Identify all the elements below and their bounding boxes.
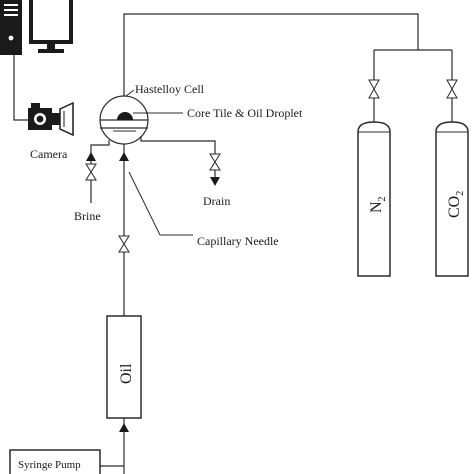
hastelloy-leader (125, 89, 135, 97)
n2-label: N2 (368, 196, 388, 213)
oil-valve-icon (118, 235, 130, 253)
n2-cylinder-icon (357, 121, 391, 277)
drain-label: Drain (203, 194, 230, 208)
monitor-icon (29, 0, 73, 53)
oil-droplet-icon (117, 112, 133, 120)
co2-label: CO2 (446, 191, 466, 218)
syringe-pump-box (9, 449, 101, 474)
co2-valve-icon (446, 79, 458, 99)
co2-cylinder-icon (435, 121, 469, 277)
capillary-arrow-icon (119, 152, 129, 161)
camera-icon (28, 101, 74, 137)
capillary-needle-label: Capillary Needle (197, 234, 279, 248)
pump-arrow-icon (119, 423, 129, 432)
syringe-pump-label: Syringe Pump (18, 459, 81, 471)
brine-label: Brine (74, 209, 101, 223)
hastelloy-cell-label: Hastelloy Cell (135, 82, 205, 96)
drain-valve-icon (209, 153, 221, 171)
brine-valve-icon (85, 163, 97, 181)
core-tile-label: Core Tile & Oil Droplet (187, 106, 303, 120)
brine-line (90, 140, 110, 203)
brine-arrow-icon (86, 152, 96, 161)
drain-arrow-icon (210, 177, 220, 186)
capillary-leader (128, 171, 193, 236)
camera-label: Camera (30, 147, 68, 161)
drain-line (140, 136, 216, 154)
oil-reservoir (106, 315, 142, 419)
computer-tower-icon (0, 0, 22, 55)
gas-supply-line (123, 13, 419, 96)
n2-valve-icon (368, 79, 380, 99)
computer-camera-cable (13, 55, 28, 121)
oil-label: Oil (118, 363, 135, 384)
